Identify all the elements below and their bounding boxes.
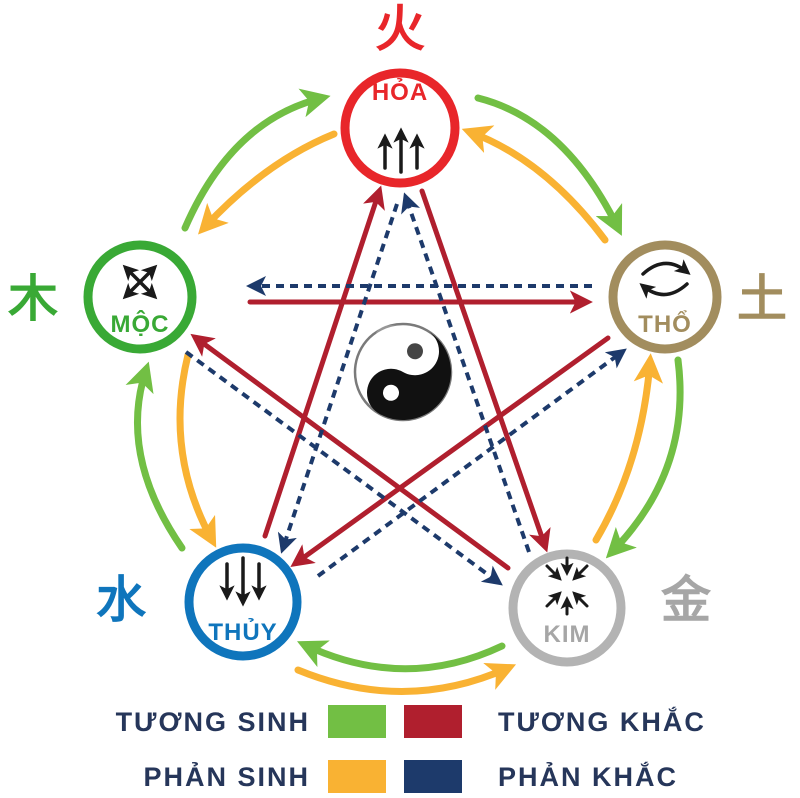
node-wood: MỘC (83, 240, 197, 354)
fire-up-arrows-icon (377, 127, 425, 174)
metal-label: KIM (544, 621, 591, 648)
wood-hanzi: 木 (8, 270, 58, 328)
phan-sinh-arrow-kim-tho (592, 353, 664, 544)
phan-khac-arrow-hoa-thuy (277, 203, 399, 554)
node-water: THỦY (184, 543, 302, 661)
metal-arrow-4 (572, 591, 589, 608)
phan-sinh-arrows (176, 125, 664, 695)
water-label: THỦY (208, 617, 277, 646)
phan-khac-arrow-kim-hoa (401, 192, 531, 553)
earth-arrow-2 (639, 282, 689, 299)
phan-khac-arrow-thuy-tho (316, 348, 627, 578)
metal-hanzi: 金 (661, 571, 712, 629)
legend-swatch-phan-sinh (328, 760, 386, 793)
yin-dot (407, 343, 423, 360)
khac-arrow-thuy-hoa (262, 185, 385, 539)
legend-label-phan-khac: PHẢN KHẮC (498, 760, 678, 792)
khac-arrow-tho-thuy (290, 335, 611, 568)
khac-arrow-hoa-kim (419, 188, 551, 553)
wood-arrow-2 (122, 264, 158, 300)
phan-sinh-arrow-thuy-kim (294, 662, 517, 695)
sinh-arrow-kim-thuy (297, 640, 506, 673)
earth-cycle-arrows-icon (639, 259, 691, 299)
legend-label-tuong-sinh: TƯƠNG SINH (116, 707, 310, 737)
earth-circle (608, 240, 722, 354)
phan-khac-arrows (184, 192, 627, 586)
water-hanzi: 水 (96, 571, 147, 629)
metal-arrow-2 (572, 564, 589, 581)
legend: TƯƠNG SINH TƯƠNG KHẮC PHẢN SINH PHẢN KHẮ… (116, 705, 706, 793)
fire-hanzi: 火 (375, 0, 425, 58)
phan-khac-arrow-moc-kim (184, 350, 503, 586)
yin-yang-icon (353, 322, 453, 422)
sinh-arrow-moc-hoa (181, 88, 331, 232)
legend-label-tuong-khac: TƯƠNG KHẮC (498, 706, 706, 737)
sinh-arrow-hoa-tho (474, 94, 623, 236)
phan-sinh-arrow-tho-hoa (461, 125, 609, 244)
legend-swatch-tuong-sinh (328, 705, 386, 738)
wood-cross-arrows-icon (122, 264, 158, 300)
legend-swatch-phan-khac (404, 760, 462, 793)
wood-label: MỘC (111, 310, 170, 338)
earth-hanzi: 土 (737, 270, 787, 328)
legend-swatch-tuong-khac (404, 705, 462, 738)
node-metal: KIM (508, 549, 626, 667)
earth-label: THỔ (638, 310, 692, 338)
yin-yang-gloss (375, 325, 427, 366)
sinh-arrow-tho-kim (605, 356, 684, 559)
metal-arrow-3 (545, 591, 562, 608)
khac-arrow-kim-moc (190, 333, 511, 571)
sinh-arrow-thuy-moc (125, 361, 186, 552)
yang-dot (383, 384, 399, 401)
water-down-arrows-icon (219, 556, 267, 607)
tuong-sinh-arrows (125, 88, 684, 673)
phan-sinh-arrow-hoa-moc (198, 130, 338, 235)
node-earth: THỔ (608, 240, 722, 354)
phan-sinh-arrow-moc-thuy (176, 351, 217, 548)
legend-label-phan-sinh: PHẢN SINH (143, 760, 310, 792)
metal-converging-arrows-icon (545, 556, 589, 616)
node-fire: HỎA (340, 68, 460, 188)
earth-arrow-1 (641, 259, 691, 276)
fire-label: HỎA (372, 77, 428, 106)
tuong-khac-arrows (190, 185, 611, 571)
metal-arrow-1 (545, 564, 562, 581)
